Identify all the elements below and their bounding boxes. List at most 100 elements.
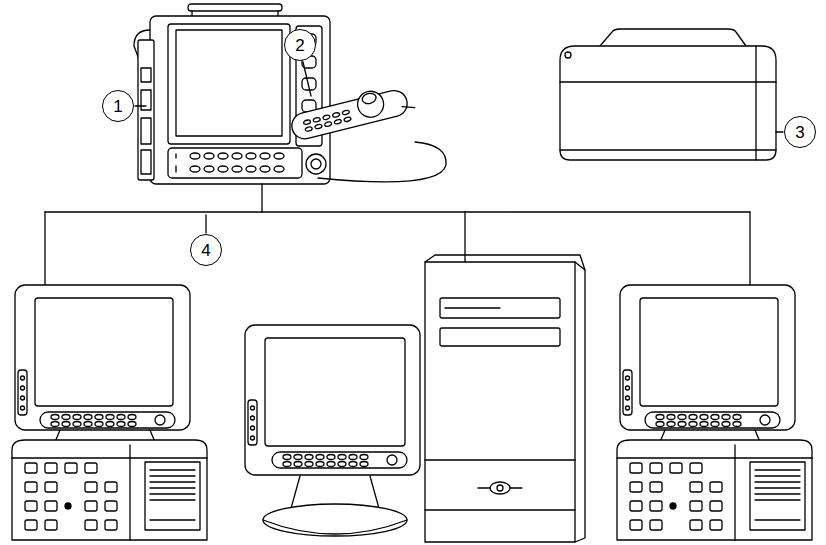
patient-monitor-part — [138, 40, 154, 180]
patient-monitor-part — [141, 150, 151, 174]
pc-workstation-part — [478, 487, 522, 488]
patient-monitor-part — [274, 153, 284, 159]
pc-workstation-part — [245, 325, 420, 475]
patient-monitor-part — [141, 68, 151, 82]
pc-workstation-part — [294, 455, 302, 460]
pc-workstation-part — [251, 436, 255, 440]
callout-number: 2 — [284, 29, 316, 61]
remote-control-part-part — [303, 119, 311, 125]
pc-workstation-part — [283, 455, 291, 460]
patient-monitor-part — [150, 16, 330, 184]
pc-workstation-part — [316, 455, 324, 460]
pc-workstation-part — [251, 406, 255, 410]
patient-monitor-part — [190, 153, 200, 159]
remote-control-part-part — [334, 119, 342, 125]
pc-workstation-part — [305, 455, 313, 460]
remote-control-part — [288, 82, 416, 142]
pc-workstation-part — [349, 462, 357, 467]
patient-monitor-part — [274, 166, 284, 172]
workstation-right — [617, 285, 812, 540]
patient-monitor-part — [190, 166, 200, 172]
pc-workstation — [245, 255, 585, 542]
patient-monitor-part — [260, 153, 270, 159]
leader-lines-part — [135, 105, 146, 106]
pc-workstation-part — [490, 482, 510, 494]
pc-workstation-part — [263, 504, 407, 536]
remote-control-part-part — [355, 89, 387, 121]
remote-control-part-part — [323, 115, 331, 121]
patient-monitor-part — [246, 166, 256, 172]
pc-workstation-part — [440, 328, 560, 346]
remote-control-part-part — [313, 117, 321, 123]
callout-number: 4 — [190, 234, 222, 266]
printer-part — [600, 29, 746, 46]
pc-workstation-part — [294, 462, 302, 467]
patient-monitor-part — [260, 166, 270, 172]
pc-workstation-part — [349, 455, 357, 460]
pc-workstation-part — [265, 338, 405, 446]
pc-workstation-part — [263, 520, 407, 534]
pc-workstation-part — [360, 462, 368, 467]
patient-monitor-part — [168, 24, 290, 144]
workstation-left — [12, 285, 207, 540]
patient-monitor-part — [204, 166, 214, 172]
remote-control-part-part — [332, 112, 340, 118]
pc-workstation-part — [425, 262, 575, 542]
network-cable — [45, 184, 750, 285]
patient-monitor-part — [218, 153, 228, 159]
network-cable-part — [44, 212, 45, 285]
remote-control-part-part — [305, 126, 313, 132]
patient-monitor-part — [188, 4, 282, 11]
remote-control-part-part — [324, 121, 332, 127]
pc-workstation-part — [338, 455, 346, 460]
remote-control-part-part — [402, 104, 415, 111]
remote-control-part-part — [344, 117, 352, 123]
leader-lines-part — [303, 62, 311, 96]
printer-part — [565, 52, 571, 58]
patient-monitor-part — [306, 154, 326, 174]
remote-control-part-part — [315, 124, 323, 130]
patient-monitor-part — [176, 30, 282, 136]
patient-monitor-part — [204, 153, 214, 159]
remote-control — [288, 82, 446, 182]
pc-workstation-part — [327, 455, 335, 460]
pc-workstation-part — [445, 307, 500, 308]
patient-monitor-part — [246, 153, 256, 159]
pc-workstation-part — [497, 485, 503, 491]
pc-workstation-part — [251, 426, 255, 430]
pc-workstation-part — [316, 462, 324, 467]
pc-workstation-part — [283, 462, 291, 467]
patient-monitor-part — [175, 154, 176, 172]
network-cable-part — [261, 184, 262, 212]
pc-workstation-part — [440, 298, 560, 318]
printer-part — [755, 46, 756, 160]
patient-monitor-part — [311, 159, 321, 169]
printer-part — [560, 46, 776, 160]
callout-number: 3 — [784, 116, 816, 148]
network-cable-part — [45, 211, 750, 212]
pc-workstation-part — [305, 462, 313, 467]
patient-monitor-part — [141, 118, 151, 144]
pc-workstation-part — [425, 459, 575, 460]
remote-control-part-part — [361, 92, 377, 105]
patient-monitor-part — [232, 153, 242, 159]
leader-lines-part — [776, 131, 783, 132]
printer-part — [560, 149, 776, 150]
leader-lines-part — [205, 215, 206, 233]
network-cable-part — [749, 212, 750, 285]
printer-part — [560, 81, 776, 82]
printer — [560, 29, 776, 160]
pc-workstation-part — [248, 400, 257, 445]
patient-monitor-part — [141, 90, 151, 110]
pc-workstation-part — [387, 455, 397, 465]
patient-monitor-part — [232, 166, 242, 172]
pc-workstation-part — [425, 509, 575, 510]
pc-workstation-part — [272, 452, 407, 468]
patient-monitor-part — [218, 166, 228, 172]
patient-monitor — [134, 4, 330, 184]
pc-workstation-part — [360, 455, 368, 460]
leader-lines — [135, 62, 783, 233]
callout-number: 1 — [102, 90, 134, 122]
